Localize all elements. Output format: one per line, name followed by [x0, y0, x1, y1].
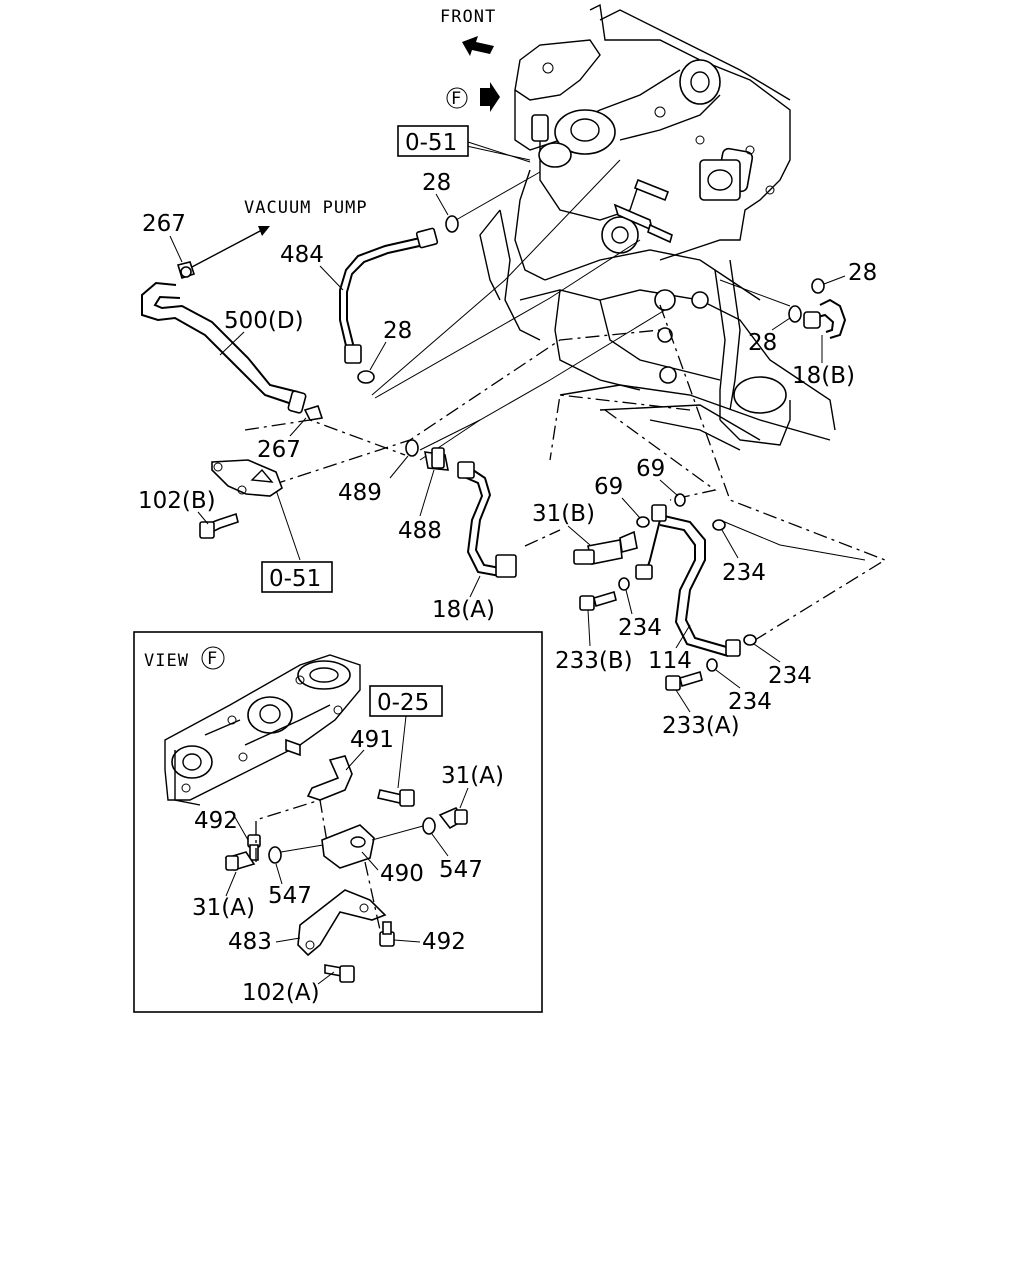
bracket-490: [321, 824, 375, 869]
view-arrow-icon: [480, 82, 500, 112]
ref-box-0-51-lower: [261, 561, 333, 593]
vacuum-pump-arrow-icon: [258, 226, 270, 236]
pipe-18a: [457, 461, 517, 578]
callout-491: 491: [350, 727, 394, 753]
callout-31a-left: 31(A): [192, 895, 255, 921]
callout-547-right: 547: [439, 857, 483, 883]
ref-box-0-25-label: 0-25: [377, 690, 429, 716]
callout-233b: 233(B): [555, 648, 633, 674]
callout-233a: 233(A): [662, 713, 740, 739]
bolt-492-right: [379, 921, 395, 947]
callout-102a: 102(A): [242, 980, 320, 1006]
callout-31b: 31(B): [532, 501, 595, 527]
bolt-233a: [665, 670, 703, 691]
leader-lines: [244, 144, 887, 641]
bolt-233b: [579, 590, 617, 611]
callout-234-d: 234: [728, 689, 772, 715]
bracket-483: [297, 889, 387, 957]
callout-267-mid: 267: [257, 437, 301, 463]
view-f-marker: F: [446, 82, 500, 112]
view-f-title: VIEW: [144, 651, 189, 671]
leader-0-51-top: [467, 141, 531, 163]
bolt-492-left: [247, 834, 261, 861]
callout-69-b: 69: [636, 456, 665, 482]
pipe-484: [339, 215, 459, 384]
callout-102b: 102(B): [138, 488, 216, 514]
bolt-102a: [324, 964, 355, 983]
fitting-488: [424, 447, 449, 471]
view-f-inset: VIEW F 0-25: [133, 631, 543, 1013]
front-label: FRONT: [440, 7, 496, 27]
oring-489: [405, 439, 419, 457]
callout-234-b: 234: [618, 615, 662, 641]
callout-28-a: 28: [422, 170, 451, 196]
oring-547-left: [268, 846, 282, 864]
callout-28-b: 28: [383, 318, 412, 344]
pipe-114: [618, 493, 757, 672]
callout-31a-right: 31(A): [441, 763, 504, 789]
bracket-0-51: [199, 459, 283, 539]
callout-18b: 18(B): [792, 363, 855, 389]
callout-234-a: 234: [722, 560, 766, 586]
ref-box-0-51-lower-label: 0-51: [269, 566, 321, 592]
ref-box-0-51-top: [397, 125, 469, 157]
callout-28-c: 28: [848, 260, 877, 286]
callouts: 267 500(D) 484 28 28 28 28 18(B) 267 102…: [138, 170, 877, 739]
inset-housing-illustration: [164, 654, 361, 806]
callout-547-left: 547: [268, 883, 312, 909]
front-direction-indicator: FRONT: [440, 7, 496, 56]
front-arrow-icon: [462, 36, 494, 56]
bolt-0-25: [377, 789, 415, 807]
view-f-frame: [133, 631, 543, 1013]
oring-547-right: [422, 817, 436, 835]
callout-484: 484: [280, 242, 324, 268]
connector-31b: [573, 516, 650, 565]
pipe-18b: [788, 278, 847, 339]
callout-28-d: 28: [748, 330, 777, 356]
sensor-31a-left: [224, 851, 256, 871]
callout-488: 488: [398, 518, 442, 544]
callout-267-top: 267: [142, 211, 186, 237]
ref-box-0-51-top-label: 0-51: [405, 130, 457, 156]
callout-234-c: 234: [768, 663, 812, 689]
callout-69-a: 69: [594, 474, 623, 500]
view-f-marker-letter: F: [451, 89, 462, 109]
callout-18a: 18(A): [432, 597, 495, 623]
callout-489: 489: [338, 480, 382, 506]
callout-492-left: 492: [194, 808, 238, 834]
vacuum-pump-hose-group: VACUUM PUMP: [141, 198, 368, 421]
view-f-title-marker: F: [207, 649, 218, 669]
callout-114: 114: [648, 648, 692, 674]
callout-500d: 500(D): [224, 308, 304, 334]
engine-block-illustration: [479, 3, 836, 451]
sensor-31a-right: [438, 806, 468, 830]
callout-490: 490: [380, 861, 424, 887]
vacuum-pump-label: VACUUM PUMP: [244, 198, 368, 218]
callout-492-right: 492: [422, 929, 466, 955]
callout-483: 483: [228, 929, 272, 955]
